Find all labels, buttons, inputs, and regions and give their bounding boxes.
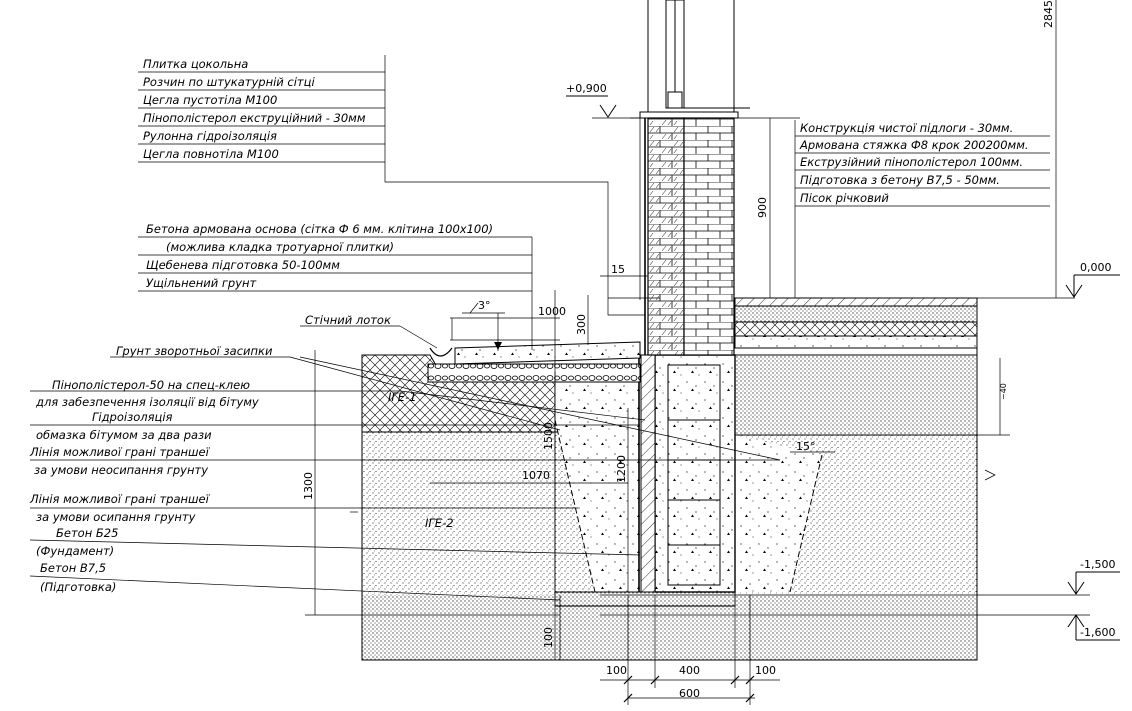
dim-sand: ~40 [999,383,1008,400]
label-plaster-mortar: Розчин по штукатурній сітці [143,75,315,89]
label-eps-purpose: для забезпечення ізоляції від бітуму [35,395,259,409]
label-roll-waterproofing: Рулонна гідроізоляція [143,129,277,143]
label-reinforced-base: Бетона армована основа (сітка Ф 6 мм. кл… [146,222,493,236]
label-prep: (Підготовка) [40,580,116,594]
foundation-insulation [640,354,656,593]
labels-left-mid: Бетона армована основа (сітка Ф 6 мм. кл… [146,222,493,290]
level-zero: 0,000 [1080,261,1112,274]
label-bitumen: обмазка бітумом за два рази [36,428,212,442]
label-eps-50: Пінополістерол-50 на спец-клею [52,378,250,392]
leaders [29,55,1050,601]
label-floor-screed: Армована стяжка Ф8 крок 200200мм. [799,138,1029,152]
dimension-texts: 2845 900 15 3° 1000 300 1500 1200 1070 1… [302,0,1055,700]
label-crushed-stone: Щебенева підготовка 50-100мм [146,258,340,272]
label-solid-brick: Цегла повнотіла М100 [143,147,279,161]
gravel-bed [427,363,641,383]
label-trench-a2: за умови неосипання грунту [34,463,208,477]
floor-eps [734,321,978,337]
soil-layer-labels: ІГЕ-1 ІГЕ-2 [388,390,454,530]
prep-slab [554,591,736,607]
floor-screed [734,305,978,323]
label-floor-construction: Конструкція чистої підлоги - 30мм. [800,121,1013,135]
dim-1300: 1300 [302,472,315,500]
label-floor-eps: Екструзійний пінополістерол 100мм. [800,155,1023,169]
label-concrete-b75: Бетон В7,5 [40,561,106,575]
label-ige1: ІГЕ-1 [388,390,417,404]
dim-1500: 1500 [542,422,555,450]
dim-900: 900 [756,197,769,218]
plinth-wall-hollow [647,117,685,356]
dim-15deg: 15° [796,440,816,453]
dim-1200: 1200 [615,455,628,483]
dim-15: 15 [611,263,625,276]
dim-3deg: 3° [478,299,491,312]
drain-channel [429,347,453,357]
label-drain-channel: Стічний лоток [305,313,391,327]
labels-right-top: Конструкція чистої підлоги - 30мм. Армов… [799,121,1029,205]
dim-1070: 1070 [522,469,550,482]
dim-600: 600 [679,687,700,700]
label-plinth-tile: Плитка цокольна [143,57,248,71]
label-trench-a1: Лінія можливої грані траншеї [29,445,211,459]
level-plus-0900: +0,900 [566,82,607,95]
dim-100-right: 100 [755,664,776,677]
labels-left-bottom: Стічний лоток Грунт зворотньої засипки П… [29,313,391,594]
trench-right [735,435,822,592]
dim-2845: 2845 [1042,0,1055,28]
floor-finish [734,297,978,307]
sand-layer [734,354,978,436]
label-river-sand: Пісок річковий [800,191,889,205]
label-paving-option: (можлива кладка тротуарної плитки) [166,240,394,254]
label-xps: Пінополістерол екструційний - 30мм [143,111,366,125]
dimension-lines [305,0,1120,705]
label-hollow-brick: Цегла пустотіла М100 [143,93,277,107]
label-concrete-b25: Бетон Б25 [56,526,118,540]
dim-300: 300 [575,314,588,335]
level-marks: +0,900 0,000 -1,500 -1,600 [566,82,1115,639]
paving-slab [454,341,641,365]
label-foundation: (Фундамент) [36,544,114,558]
dim-100-left: 100 [606,664,627,677]
dim-100-vertical: 100 [542,627,555,648]
label-ige2: ІГЕ-2 [425,516,454,530]
floor-prep [734,335,978,349]
label-trench-b1: Лінія можливої грані траншеї [29,492,211,506]
label-floor-prep: Підготовка з бетону В7,5 - 50мм. [800,173,1000,187]
foundation-strip [654,354,736,593]
level-minus-1600: -1,600 [1080,626,1115,639]
plinth-wall-solid [683,117,735,356]
label-trench-b2: за умови осипання грунту [36,510,196,524]
label-waterproofing: Гідроізоляція [92,410,173,424]
dim-1000: 1000 [538,305,566,318]
labels-left-top: Плитка цокольна Розчин по штукатурній сі… [143,57,366,161]
dim-400: 400 [679,664,700,677]
level-minus-1500: -1,500 [1080,558,1115,571]
label-compacted-soil: Ущільнений грунт [146,276,257,290]
label-backfill: Грунт зворотньої засипки [116,344,273,358]
